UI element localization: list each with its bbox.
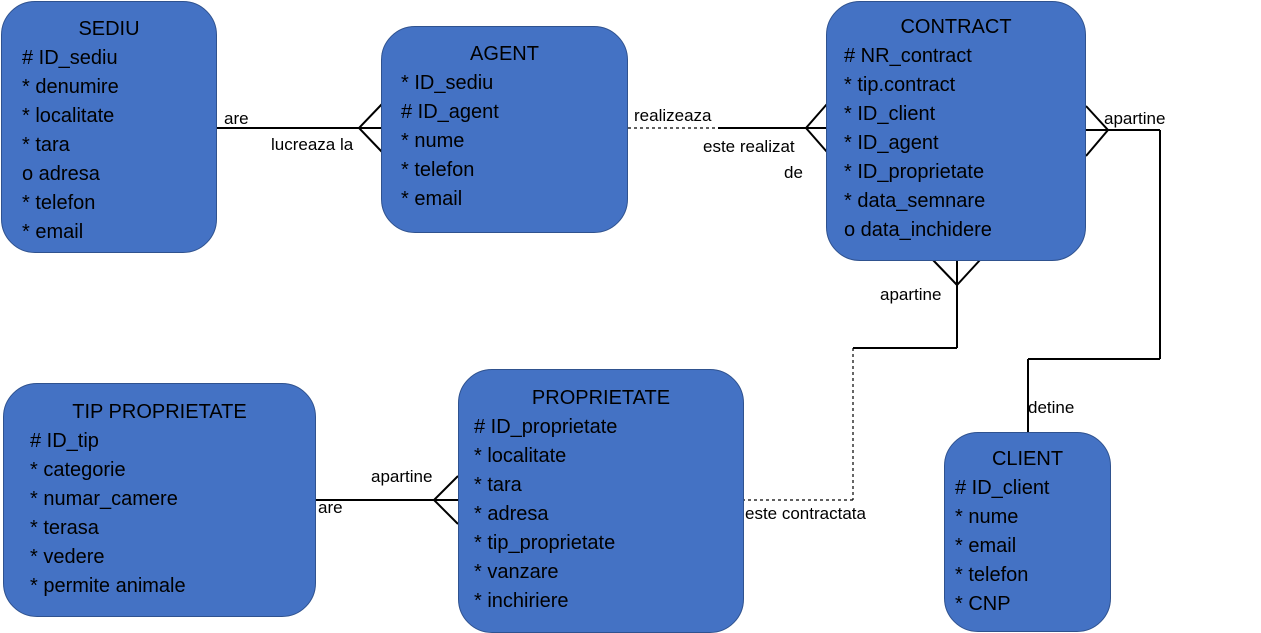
- attribute: # ID_tip: [30, 430, 99, 452]
- attribute: * ID_agent: [844, 132, 939, 154]
- relationship-label: are: [224, 109, 249, 128]
- attribute: * permite animale: [30, 575, 186, 597]
- attribute: o adresa: [22, 163, 100, 185]
- entity-title: PROPRIETATE: [531, 387, 671, 409]
- entity-proprietate: PROPRIETATE # ID_proprietate * localitat…: [458, 369, 744, 633]
- attribute: * inchiriere: [474, 590, 569, 612]
- attribute: * nume: [955, 506, 1019, 528]
- attribute: * terasa: [30, 517, 99, 539]
- relationship-label: este contractata: [745, 504, 866, 523]
- attribute: * denumire: [22, 76, 119, 98]
- attribute: * vanzare: [474, 561, 559, 583]
- attribute: # ID_proprietate: [474, 416, 618, 438]
- attribute: * ID_proprietate: [844, 161, 985, 183]
- relationship-label: apartine: [880, 285, 942, 304]
- attribute: * nume: [401, 130, 465, 152]
- attribute: * numar_camere: [30, 488, 178, 510]
- attribute: * email: [22, 221, 84, 243]
- attribute: * tip_proprietate: [474, 532, 616, 554]
- crowfoot-proprietate: [432, 475, 459, 525]
- attribute: # ID_sediu: [22, 47, 118, 69]
- attribute: * localitate: [474, 445, 567, 467]
- relationship-label: realizeaza: [634, 106, 712, 125]
- entity-agent: AGENT * ID_sediu # ID_agent * nume * tel…: [381, 26, 628, 233]
- crowfoot-agent: [357, 103, 383, 153]
- attribute: * categorie: [30, 459, 126, 481]
- entity-title: CLIENT: [991, 448, 1064, 470]
- attribute: * tara: [474, 474, 522, 496]
- attribute: * email: [955, 535, 1017, 557]
- attribute: # ID_agent: [401, 101, 499, 123]
- crowfoot-contract-left: [804, 103, 828, 153]
- entity-title: AGENT: [470, 43, 539, 65]
- entity-title: CONTRACT: [900, 16, 1012, 38]
- attribute: * data_semnare: [844, 190, 986, 212]
- entity-contract: CONTRACT # NR_contract * tip.contract * …: [826, 1, 1086, 261]
- attribute: * adresa: [474, 503, 549, 525]
- attribute: * email: [401, 188, 463, 210]
- attribute: * tip.contract: [844, 74, 956, 96]
- relationship-label: lucreaza la: [271, 135, 354, 154]
- attribute: # NR_contract: [844, 45, 972, 67]
- entity-tip-proprietate: TIP PROPRIETATE # ID_tip * categorie * n…: [3, 383, 316, 617]
- attribute: * telefon: [22, 192, 96, 214]
- entity-sediu: SEDIU # ID_sediu * denumire * localitate…: [1, 1, 217, 253]
- attribute: # ID_client: [955, 477, 1050, 499]
- relationship-label: apartine: [1104, 109, 1166, 128]
- attribute: * telefon: [955, 564, 1029, 586]
- attribute: * ID_client: [844, 103, 936, 125]
- relationship-label: apartine: [371, 467, 433, 486]
- attribute: * telefon: [401, 159, 475, 181]
- attribute: * localitate: [22, 105, 115, 127]
- attribute: * vedere: [30, 546, 105, 568]
- attribute: * tara: [22, 134, 70, 156]
- entity-title: TIP PROPRIETATE: [72, 401, 247, 423]
- attribute: o data_inchidere: [844, 219, 992, 241]
- attribute: * ID_sediu: [401, 72, 494, 94]
- relationship-label: detine: [1028, 398, 1075, 417]
- relationship-label: are: [318, 498, 343, 517]
- relationship-label: de: [784, 163, 803, 182]
- relationship-label: este realizat: [703, 137, 795, 156]
- crowfoot-contract-right: [1085, 105, 1110, 157]
- entity-title: SEDIU: [78, 18, 140, 40]
- attribute: * CNP: [955, 593, 1011, 615]
- entity-client: CLIENT # ID_client * nume * email * tele…: [944, 432, 1111, 632]
